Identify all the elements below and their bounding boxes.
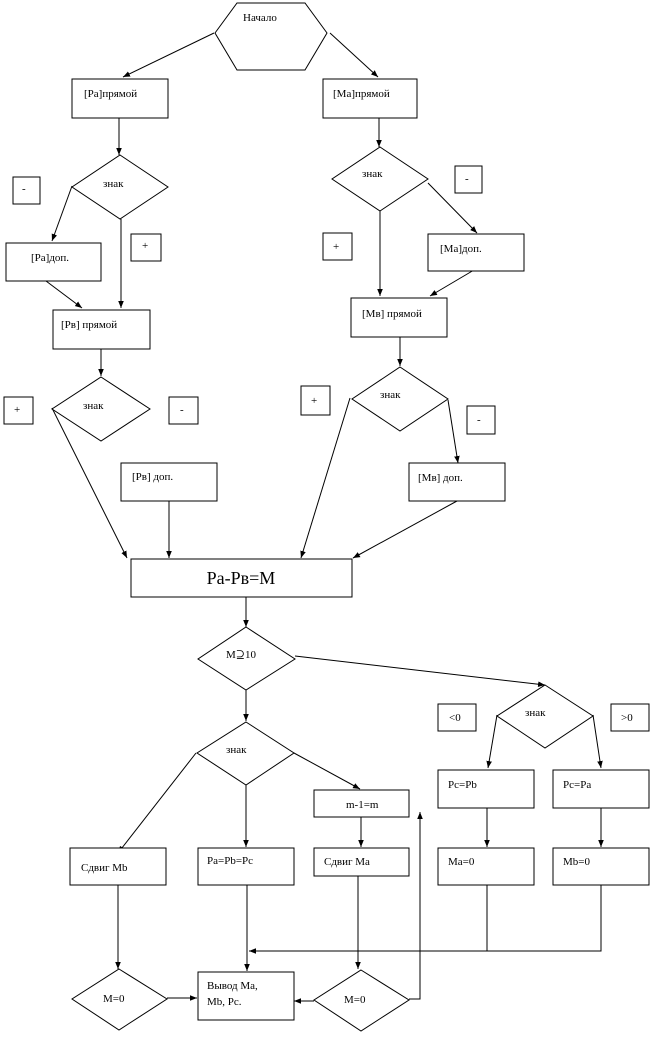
sign-decision-2-label: знак — [362, 168, 383, 180]
sign-decision-4-label: знак — [380, 389, 401, 401]
arrow-sign5-right — [293, 752, 361, 790]
arrow-mcheck-to-sign6 — [294, 655, 546, 687]
ma-complement-box — [427, 233, 525, 272]
mv-complement-label: [Mв] доп. — [418, 472, 463, 484]
pa-pb-pc-box — [197, 847, 295, 886]
arrow-mv-comp-to-sub — [352, 500, 458, 559]
m-zero-decision-right — [313, 969, 410, 1032]
arrow-sign3-plus — [51, 407, 128, 559]
pa-pb-pc-label: Pa=Pb=Pc — [207, 855, 253, 867]
pv-complement-label: [Pв] доп. — [132, 471, 173, 483]
shift-ma-box — [313, 847, 410, 877]
output-label-line1: Вывод Ma, — [207, 980, 258, 992]
pa-direct-box — [71, 78, 169, 119]
output-label-line2: Mb, Pc. — [207, 996, 242, 1008]
pa-complement-label: [Pa]доп. — [31, 252, 69, 264]
minus-label-box-3 — [168, 396, 199, 425]
mv-complement-box — [408, 462, 506, 502]
plus-label-box-2 — [322, 232, 353, 261]
subtract-box — [130, 558, 353, 598]
plus-label-3: + — [14, 404, 20, 416]
sign-decision-3 — [51, 376, 151, 442]
ma-complement-label: [Ma]доп. — [440, 243, 482, 255]
arrow-ma-comp-to-mv — [429, 269, 475, 297]
mv-direct-label: [Mв] прямой — [362, 308, 422, 320]
plus-label-1: + — [142, 240, 148, 252]
m-check-decision — [197, 626, 296, 691]
pc-pa-label: Pc=Pa — [563, 779, 591, 791]
plus-label-box-4 — [300, 385, 331, 416]
start-label: Начало — [243, 12, 277, 24]
arrow-m0-loop-back — [409, 812, 423, 1000]
minus-label-3: - — [180, 404, 184, 416]
pv-direct-box — [52, 309, 151, 350]
arrow-sign6-greater — [592, 714, 603, 769]
pc-pb-label: Pc=Pb — [448, 779, 477, 791]
arrow-start-to-pa — [122, 32, 215, 78]
plus-label-4: + — [311, 395, 317, 407]
sign-decision-3-label: знак — [83, 400, 104, 412]
arrow-sign4-minus — [447, 399, 460, 464]
minus-label-2: - — [465, 173, 469, 185]
greater-zero-box — [610, 703, 650, 732]
m-decrement-label: m-1=m — [346, 799, 379, 811]
minus-label-4: - — [477, 414, 481, 426]
sign-decision-4 — [351, 366, 449, 432]
subtract-label: Pa-Pв=M — [207, 568, 276, 588]
greater-zero-label: >0 — [621, 712, 633, 724]
shift-mb-box — [69, 847, 167, 886]
output-box — [197, 971, 295, 1021]
pv-direct-label: [Pв] прямой — [61, 319, 117, 331]
sign-decision-5 — [196, 721, 295, 786]
pa-direct-label: [Pa]прямой — [84, 88, 137, 100]
minus-label-box-1 — [12, 176, 41, 205]
ma-zero-box — [437, 847, 535, 886]
mb-zero-label: Mb=0 — [563, 856, 590, 868]
mb-zero-box — [552, 847, 650, 886]
pa-complement-box — [5, 242, 102, 282]
arrow-sign6-less — [486, 714, 498, 769]
mv-direct-box — [350, 297, 448, 338]
pv-complement-box — [120, 462, 218, 502]
pc-pa-box — [552, 769, 650, 809]
plus-label-2: + — [333, 241, 339, 253]
m-decrement-box — [313, 789, 410, 818]
minus-label-box-2 — [454, 165, 483, 194]
arrow-sign5-left — [117, 752, 197, 854]
sign-decision-6 — [496, 684, 594, 749]
arrow-pa-comp-to-pv — [45, 280, 83, 309]
sign-decision-2 — [331, 146, 429, 212]
sign-decision-1 — [71, 154, 169, 220]
arrow-mb0-to-output — [249, 884, 602, 954]
minus-label-1: - — [22, 183, 26, 195]
less-zero-box — [437, 703, 477, 732]
plus-label-box-1 — [130, 233, 162, 262]
less-zero-label: <0 — [449, 712, 461, 724]
ma-direct-label: [Ma]прямой — [333, 88, 390, 100]
connectors — [45, 32, 604, 1004]
start-node — [214, 2, 328, 71]
m-zero-right-label: M=0 — [344, 994, 366, 1006]
ma-direct-box — [322, 78, 418, 119]
arrow-start-to-ma — [329, 32, 379, 78]
m-zero-decision-left — [71, 968, 168, 1031]
ma-zero-label: Ma=0 — [448, 856, 475, 868]
arrow-sign2-minus — [427, 182, 478, 234]
m-zero-left-label: M=0 — [103, 993, 125, 1005]
sign-decision-5-label: знак — [226, 744, 247, 756]
pc-pb-box — [437, 769, 535, 809]
shift-ma-label: Сдвиг Ma — [324, 856, 370, 868]
arrow-sign1-minus — [51, 185, 73, 242]
sign-decision-1-label: знак — [103, 178, 124, 190]
shift-mb-label: Сдвиг Mb — [81, 862, 128, 874]
arrow-sign4-plus — [300, 397, 351, 559]
m-check-label: M⊇10 — [226, 649, 256, 661]
plus-label-box-3 — [3, 396, 34, 425]
minus-label-box-4 — [466, 405, 496, 435]
sign-decision-6-label: знак — [525, 707, 546, 719]
